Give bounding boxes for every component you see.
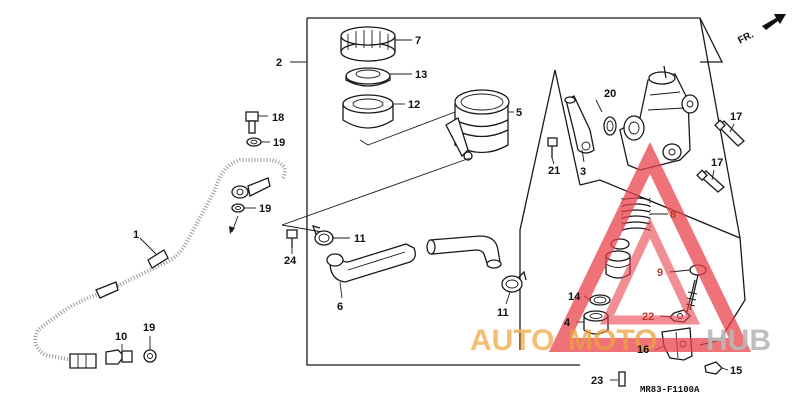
callout-10: 10 <box>115 331 127 343</box>
part-reservoir-hose <box>426 235 502 269</box>
part-screw-21 <box>547 137 558 158</box>
part-diaphragm-plate <box>345 67 391 87</box>
callout-24: 24 <box>284 255 297 267</box>
callout-4: 4 <box>564 317 571 329</box>
direction-arrow-hose <box>229 215 239 234</box>
callout-11-upper: 11 <box>354 233 366 245</box>
callout-2: 2 <box>276 57 282 69</box>
orientation-label: FR. <box>736 29 756 46</box>
callout-20: 20 <box>604 88 616 100</box>
callout-19-lower: 19 <box>143 322 155 334</box>
part-brake-hose <box>31 156 289 369</box>
part-cotter-pin <box>618 371 626 387</box>
part-master-cylinder-body <box>619 65 699 171</box>
front-arrow-icon <box>762 14 786 30</box>
callout-19-mid: 19 <box>259 203 271 215</box>
part-bolt-24 <box>286 229 298 248</box>
part-o-ring <box>603 116 617 136</box>
part-hose-joint <box>326 243 416 283</box>
callout-7: 7 <box>415 35 421 47</box>
callout-19-upper: 19 <box>273 137 285 149</box>
callout-8: 8 <box>670 209 676 221</box>
callout-12: 12 <box>408 99 420 111</box>
watermark-text-auto: AUTO <box>470 324 554 357</box>
callout-9: 9 <box>657 267 663 279</box>
assembly-leaders <box>281 111 471 233</box>
assembly-outline <box>290 17 746 366</box>
part-hose-clamp-upper <box>311 225 334 246</box>
part-joint-pipe <box>564 95 595 154</box>
watermark-text-hub: HUB <box>706 324 771 357</box>
callout-11-lower: 11 <box>497 307 509 319</box>
diagram-code: MR83-F1100A <box>640 385 700 395</box>
part-bolt-10 <box>105 349 133 365</box>
callout-17-lower: 17 <box>711 157 723 169</box>
part-reservoir-cap <box>340 26 396 62</box>
part-circlip <box>589 294 611 306</box>
part-diaphragm <box>342 94 394 129</box>
callout-14: 14 <box>568 291 581 303</box>
callout-21: 21 <box>548 165 560 177</box>
callout-3: 3 <box>580 166 586 178</box>
callout-18: 18 <box>272 112 284 124</box>
watermark-triangle-inner <box>599 217 701 325</box>
callout-labels: 1 2 3 4 5 6 7 8 9 10 11 11 12 13 14 15 1… <box>115 35 742 387</box>
watermark-triangle-outer <box>548 141 752 352</box>
callout-6: 6 <box>337 301 343 313</box>
callout-23: 23 <box>591 375 603 387</box>
part-bolt-lower <box>696 169 725 193</box>
part-piston-set <box>605 197 651 279</box>
part-washer-upper <box>246 137 262 147</box>
part-reservoir <box>445 89 510 161</box>
callout-1: 1 <box>133 229 139 241</box>
part-washer-mid <box>231 203 245 213</box>
part-washer-lower <box>143 349 157 363</box>
part-hose-clamp-lower <box>501 270 527 293</box>
callout-17-upper: 17 <box>730 111 742 123</box>
callout-22: 22 <box>642 311 654 323</box>
callout-15: 15 <box>730 365 742 377</box>
callout-13: 13 <box>415 69 427 81</box>
watermark-text-moto: MOTO <box>568 324 657 357</box>
callout-5: 5 <box>516 107 522 119</box>
part-pin <box>704 361 723 375</box>
watermark: AUTO MOTO HUB <box>470 141 771 357</box>
orientation-marker: FR. <box>736 14 786 47</box>
part-bolt-upper <box>714 119 745 147</box>
part-bolt-18 <box>245 111 259 134</box>
callout-16: 16 <box>637 344 649 356</box>
